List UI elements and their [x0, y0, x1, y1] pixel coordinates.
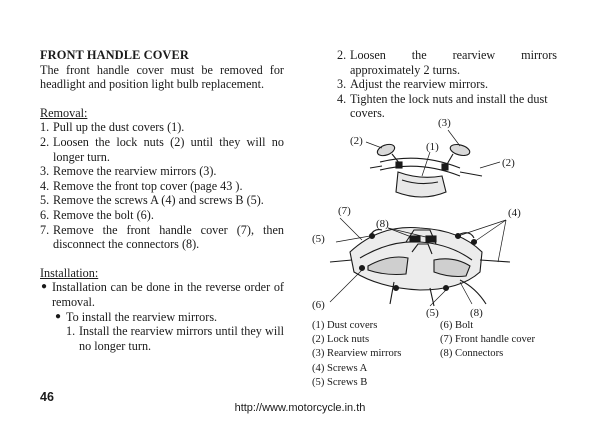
step-text: Loosen the lock nuts (2) until they will…	[53, 134, 284, 164]
section-title: FRONT HANDLE COVER	[40, 48, 189, 62]
legend-item: (2) Lock nuts	[312, 334, 370, 346]
legend-item: (8) Connectors	[440, 348, 504, 360]
callout-5-bottom: (5)	[426, 307, 439, 318]
motorcycle-front-illustration	[329, 143, 511, 307]
handle-cover-diagram: (3) (1) (2) (2) (7) (8) (4) (5) (6) (5) …	[312, 117, 521, 318]
step-number: 2.	[337, 48, 347, 62]
installation-sub-step: 1.Install the rearview mirrors until the…	[40, 324, 284, 353]
install-step: 3.Adjust the rearview mirrors.	[337, 77, 557, 92]
legend-item: (4) Screws A	[312, 362, 368, 374]
removal-step: 7.Remove the front handle cover (7), the…	[40, 223, 284, 252]
step-number: 1.	[66, 324, 76, 339]
callout-2-right: (2)	[502, 157, 515, 169]
legend-item: (1) Dust covers	[312, 320, 378, 331]
removal-step: 1.Pull up the dust covers (1).	[40, 120, 284, 135]
step-number: 5.	[40, 193, 50, 208]
callout-8-bottom: (8)	[470, 307, 483, 318]
bullet-dot-icon: ●	[55, 310, 62, 322]
step-text: Install the rearview mirrors until they …	[79, 324, 284, 353]
removal-steps: 1.Pull up the dust covers (1). 2.Loosen …	[40, 120, 284, 251]
left-column: FRONT HANDLE COVER The front handle cove…	[40, 48, 284, 353]
callout-3: (3)	[438, 117, 451, 129]
legend-item: (3) Rearview mirrors	[312, 348, 402, 360]
step-number: 6.	[40, 207, 50, 222]
leader-lines	[329, 129, 507, 307]
step-text: Pull up the dust covers (1).	[53, 120, 185, 135]
intro-paragraph: The front handle cover must be removed f…	[40, 62, 284, 92]
step-text: Remove the front handle cover (7), then …	[53, 222, 284, 252]
callout-4: (4)	[508, 207, 521, 219]
installation-sub-bullet: ● To install the rearview mirrors.	[40, 310, 284, 325]
step-number: 4.	[337, 91, 347, 106]
legend-right-column: (6) Bolt (7) Front handle cover (8) Conn…	[440, 319, 535, 362]
step-number: 3.	[337, 77, 347, 92]
removal-step: 6.Remove the bolt (6).	[40, 208, 284, 223]
removal-step: 2.Loosen the lock nuts (2) until they wi…	[40, 135, 284, 164]
step-text: Adjust the rearview mirrors.	[350, 77, 489, 92]
callout-5-left: (5)	[312, 233, 325, 245]
callout-6: (6)	[312, 299, 325, 311]
step-number: 3.	[40, 164, 50, 179]
step-text: Remove the front top cover (page 43 ).	[53, 178, 243, 193]
step-number: 4.	[40, 178, 50, 193]
step-number: 7.	[40, 222, 50, 237]
removal-heading: Removal:	[40, 105, 88, 120]
step-number: 1.	[40, 120, 50, 135]
installation-heading: Installation:	[40, 265, 99, 280]
sub-bullet-text: To install the rearview mirrors.	[66, 309, 218, 324]
legend-left-column: (1) Dust covers (2) Lock nuts (3) Rearvi…	[312, 319, 401, 390]
installation-bullet: ● Installation can be done in the reverse…	[40, 280, 284, 309]
callout-7: (7)	[338, 205, 351, 217]
footer-url: http://www.motorcycle.in.th	[234, 402, 366, 414]
bullet-text: Installation can be done in the reverse …	[52, 280, 284, 309]
legend-item: (6) Bolt	[440, 320, 474, 331]
bullet-dot-icon: ●	[41, 281, 48, 293]
removal-step: 3.Remove the rearview mirrors (3).	[40, 164, 284, 179]
step-text: Tighten the lock nuts and install the du…	[350, 91, 548, 121]
callout-1: (1)	[426, 141, 439, 153]
install-step: 4.Tighten the lock nuts and install the …	[337, 92, 557, 121]
legend-item: (7) Front handle cover	[440, 334, 536, 346]
step-text: Remove the screws A (4) and screws B (5)…	[53, 193, 264, 208]
legend-item: (5) Screws B	[312, 376, 368, 388]
callout-8-top: (8)	[376, 218, 389, 230]
page-number: 46	[40, 390, 54, 404]
removal-step: 5.Remove the screws A (4) and screws B (…	[40, 193, 284, 208]
step-number: 2.	[40, 134, 50, 149]
right-column: 2.Loosen the rearview mirrors approximat…	[337, 48, 557, 121]
step-text: Loosen the rearview mirrors approximatel…	[350, 48, 557, 77]
removal-step: 4.Remove the front top cover (page 43 ).	[40, 179, 284, 194]
callout-2-left: (2)	[350, 135, 363, 147]
install-step: 2.Loosen the rearview mirrors approximat…	[337, 48, 557, 77]
step-text: Remove the bolt (6).	[53, 207, 154, 222]
step-text: Remove the rearview mirrors (3).	[53, 164, 217, 179]
